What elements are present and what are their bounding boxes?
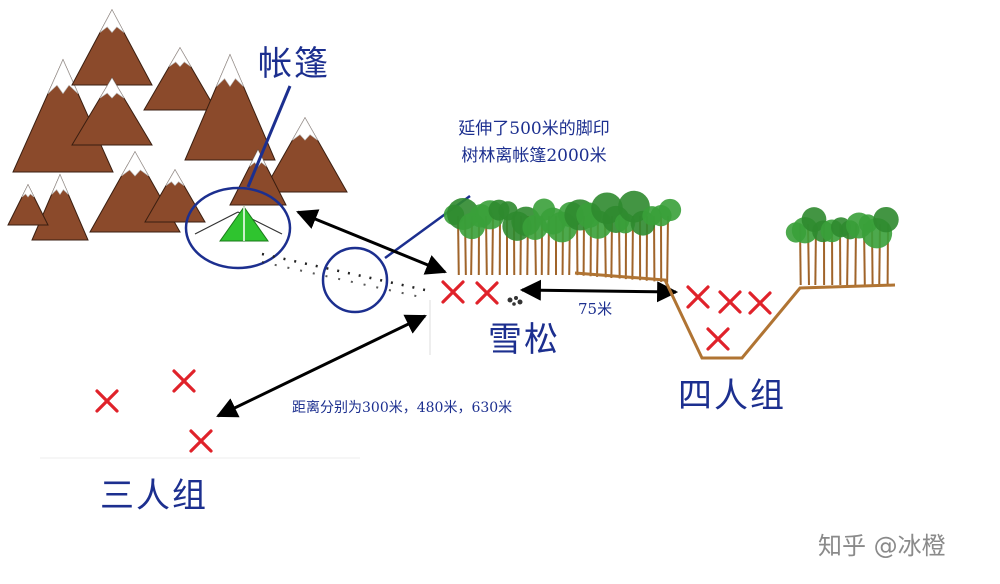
tree-foliage <box>873 206 899 233</box>
x-stroke <box>95 389 119 413</box>
tent-label: 帐篷 <box>258 44 330 84</box>
mountain-snowcap <box>292 117 318 141</box>
cedar-label: 雪松 <box>488 320 560 360</box>
forest-right <box>785 206 899 286</box>
person-markers <box>95 280 772 453</box>
ravine-ground <box>574 271 896 360</box>
mountain-9 <box>7 183 49 226</box>
footprints-trail-upper <box>261 252 426 292</box>
mountain-body <box>262 116 348 193</box>
arrow-75m <box>519 279 679 303</box>
x-stroke <box>718 290 742 314</box>
x-stroke <box>748 291 772 315</box>
mountain-snowcap <box>121 151 149 177</box>
mountain-snowcap <box>216 54 244 88</box>
mountain-5 <box>184 53 276 161</box>
mountain-body <box>143 47 217 111</box>
forest-left <box>443 190 682 283</box>
tent-rope-left <box>194 211 239 235</box>
mountain-10 <box>144 168 206 223</box>
mountain-snowcap <box>21 184 35 198</box>
distance-75-label: 75米 <box>578 300 613 318</box>
droppings-icon <box>507 296 523 306</box>
mountain-8 <box>262 116 348 193</box>
distances-three-label: 距离分别为300米，480米，630米 <box>292 400 513 416</box>
person-marker-5 <box>748 291 772 315</box>
mountain-body <box>71 77 153 146</box>
mountain-snowcap <box>47 59 79 95</box>
arrow-tent-to-cedar <box>296 209 447 275</box>
person-marker-4 <box>718 290 742 314</box>
mountain-body <box>7 183 49 226</box>
x-stroke <box>441 280 465 304</box>
mountain-snowcap <box>99 9 125 33</box>
x-stroke <box>475 281 499 305</box>
person-marker-3 <box>686 285 710 309</box>
x-stroke <box>172 369 196 393</box>
mountain-body <box>144 168 206 223</box>
mountain-snowcap <box>165 169 185 187</box>
mountain-2 <box>71 8 153 86</box>
mountain-11 <box>229 148 287 206</box>
person-marker-6 <box>706 327 730 351</box>
x-stroke <box>686 285 710 309</box>
arrow-cedar-to-group-three <box>216 314 427 418</box>
tent-pointer-line <box>246 85 292 188</box>
x-stroke <box>706 327 730 351</box>
tree-trunk <box>666 215 669 283</box>
footprint-note-line2: 树林离帐篷2000米 <box>461 146 607 166</box>
mountain-snowcap <box>99 77 125 99</box>
person-marker-1 <box>441 280 465 304</box>
watermark: 知乎 @冰橙 <box>818 532 946 560</box>
mountain-body <box>229 148 287 206</box>
person-marker-7 <box>95 389 119 413</box>
tree-foliage <box>658 198 682 222</box>
person-marker-2 <box>475 281 499 305</box>
footprints-circle <box>321 246 389 314</box>
person-marker-8 <box>172 369 196 393</box>
mountain-snowcap <box>51 174 69 196</box>
mountain-snowcap <box>168 47 192 68</box>
x-stroke <box>189 429 213 453</box>
mountain-6 <box>31 173 89 241</box>
footprint-note-line1: 延伸了500米的脚印 <box>458 119 610 139</box>
mountain-3 <box>143 47 217 111</box>
group-three-label: 三人组 <box>100 476 208 516</box>
mountain-body <box>184 53 276 161</box>
footprint-note: 延伸了500米的脚印 树林离帐篷2000米 <box>414 116 654 170</box>
person-marker-9 <box>189 429 213 453</box>
group-four-label: 四人组 <box>678 376 786 416</box>
tent-circle <box>184 186 292 270</box>
mountains <box>7 8 348 241</box>
footprints-trail-lower <box>261 261 426 299</box>
mountain-4 <box>71 77 153 146</box>
